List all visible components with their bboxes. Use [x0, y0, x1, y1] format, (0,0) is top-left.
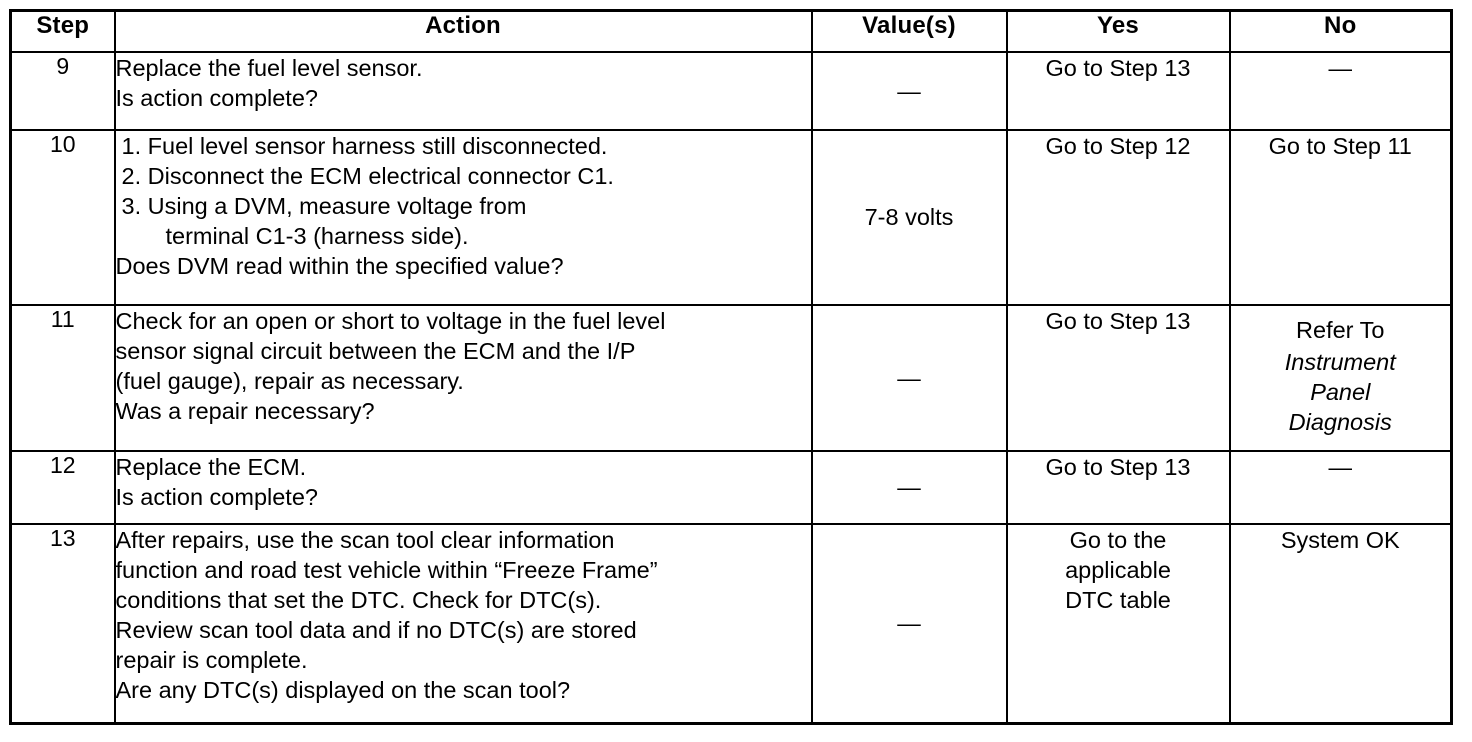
yes-cell: Go to Step 13	[1005, 450, 1231, 525]
value-cell: —	[810, 304, 1008, 452]
action-question: Was a repair necessary?	[115, 398, 375, 424]
header-row: Step Action Value(s) Yes No	[9, 9, 1453, 53]
no-cell: —	[1228, 450, 1453, 525]
action-cell: 1. Fuel level sensor harness still disco…	[113, 129, 813, 306]
no-text: —	[1328, 454, 1353, 480]
table-header: Step Action Value(s) Yes No	[9, 9, 1453, 53]
list-number: 3.	[121, 193, 142, 219]
action-cell: After repairs, use the scan tool clear i…	[113, 523, 813, 725]
refer-to-label: Refer To	[1296, 317, 1385, 343]
action-list-item: 2. Disconnect the ECM electrical connect…	[116, 161, 811, 191]
action-list-item: 1. Fuel level sensor harness still disco…	[116, 131, 811, 161]
diagnostic-procedure-table: Step Action Value(s) Yes No 9 Replace th…	[9, 9, 1453, 725]
value-cell: —	[810, 523, 1008, 725]
action-cell: Replace the fuel level sensor. Is action…	[113, 51, 813, 131]
column-header-yes: Yes	[1005, 9, 1231, 53]
action-line: function and road test vehicle within “F…	[115, 557, 658, 583]
yes-cell: Go to Step 13	[1005, 304, 1231, 452]
value-cell: 7-8 volts	[810, 129, 1008, 306]
value-text: 7-8 volts	[864, 204, 954, 230]
yes-text: Go to Step 13	[1045, 308, 1191, 334]
yes-cell: Go to Step 13	[1005, 51, 1231, 131]
no-text: Go to Step 11	[1268, 133, 1412, 159]
list-text: Using a DVM, measure voltage from	[147, 193, 527, 219]
referenced-document-line: Instrument	[1284, 349, 1396, 375]
action-line: After repairs, use the scan tool clear i…	[115, 527, 615, 553]
list-text-continued: terminal C1-3 (harness side).	[165, 223, 469, 249]
action-line: Replace the ECM.	[115, 454, 307, 480]
yes-text: Go to Step 12	[1045, 133, 1191, 159]
action-question: Are any DTC(s) displayed on the scan too…	[115, 677, 571, 703]
action-line: (fuel gauge), repair as necessary.	[115, 368, 464, 394]
value-text: —	[897, 474, 921, 500]
list-text: Fuel level sensor harness still disconne…	[147, 133, 608, 159]
list-text: Disconnect the ECM electrical connector …	[147, 163, 614, 189]
step-number-cell: 10	[9, 129, 116, 306]
referenced-document-line: Panel	[1310, 379, 1371, 405]
step-number-cell: 11	[9, 304, 116, 452]
action-line: Is action complete?	[115, 85, 318, 111]
table-row: 11 Check for an open or short to voltage…	[9, 304, 1453, 452]
action-list-item: 3. Using a DVM, measure voltage from ter…	[116, 191, 811, 251]
column-header-values: Value(s)	[810, 9, 1008, 53]
value-text: —	[897, 609, 921, 636]
yes-text: DTC table	[1065, 587, 1171, 613]
yes-text: Go to Step 13	[1045, 454, 1191, 480]
action-question: Does DVM read within the specified value…	[115, 253, 564, 279]
action-line: Review scan tool data and if no DTC(s) a…	[115, 617, 637, 643]
action-line: repair is complete.	[115, 647, 308, 673]
yes-text: Go to Step 13	[1045, 55, 1191, 81]
value-cell: —	[810, 450, 1008, 525]
no-text: —	[1328, 55, 1353, 81]
yes-cell: Go to the applicable DTC table	[1005, 523, 1231, 725]
action-line: sensor signal circuit between the ECM an…	[115, 338, 636, 364]
no-text: System OK	[1280, 527, 1400, 553]
value-text: —	[897, 364, 921, 391]
action-line: Replace the fuel level sensor.	[115, 55, 423, 81]
yes-cell: Go to Step 12	[1005, 129, 1231, 306]
no-cell: Go to Step 11	[1228, 129, 1453, 306]
action-cell: Replace the ECM. Is action complete?	[113, 450, 813, 525]
table-row: 10 1. Fuel level sensor harness still di…	[9, 129, 1453, 306]
step-number-cell: 9	[9, 51, 116, 131]
action-line: Check for an open or short to voltage in…	[115, 308, 666, 334]
column-header-no: No	[1228, 9, 1453, 53]
table-row: 13 After repairs, use the scan tool clea…	[9, 523, 1453, 725]
list-number: 1.	[121, 133, 142, 159]
table-row: 9 Replace the fuel level sensor. Is acti…	[9, 51, 1453, 131]
no-cell: —	[1228, 51, 1453, 131]
yes-text: Go to the	[1069, 527, 1167, 553]
no-cell: System OK	[1228, 523, 1453, 725]
action-line: Is action complete?	[115, 484, 318, 510]
yes-text: applicable	[1065, 557, 1171, 583]
action-cell: Check for an open or short to voltage in…	[113, 304, 813, 452]
action-line: conditions that set the DTC. Check for D…	[115, 587, 602, 613]
value-text: —	[897, 77, 921, 104]
column-header-action: Action	[113, 9, 813, 53]
value-cell: —	[810, 51, 1008, 131]
step-number-cell: 12	[9, 450, 116, 525]
table-body: 9 Replace the fuel level sensor. Is acti…	[9, 51, 1453, 725]
no-cell: Refer To Instrument Panel Diagnosis	[1228, 304, 1453, 452]
referenced-document-line: Diagnosis	[1288, 409, 1392, 435]
action-numbered-list: 1. Fuel level sensor harness still disco…	[116, 131, 811, 251]
column-header-step: Step	[9, 9, 116, 53]
list-number: 2.	[121, 163, 142, 189]
table-row: 12 Replace the ECM. Is action complete? …	[9, 450, 1453, 525]
step-number-cell: 13	[9, 523, 116, 725]
